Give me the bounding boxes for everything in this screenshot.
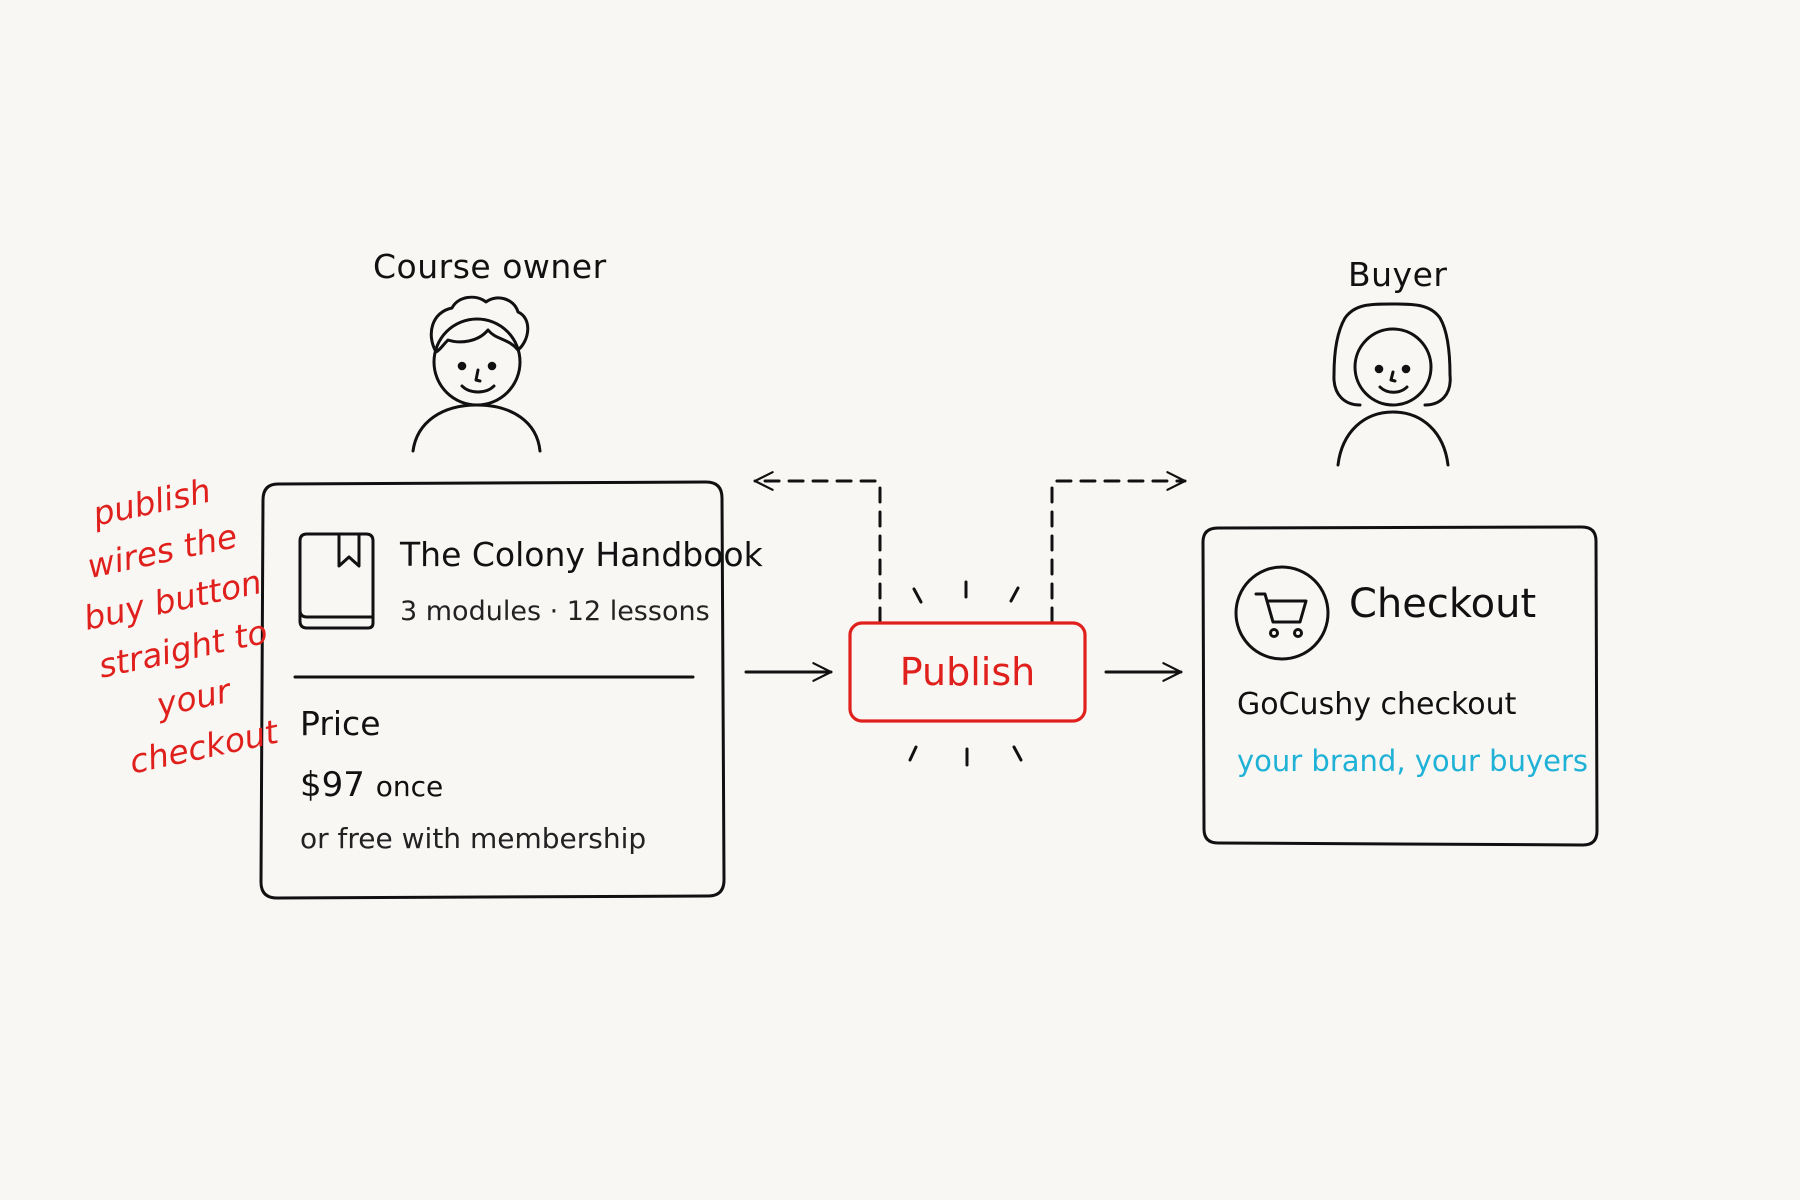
- buyer-label: Buyer: [1348, 255, 1448, 294]
- owner-label: Course owner: [373, 247, 607, 286]
- buyer-figure-icon: [1332, 302, 1452, 467]
- dashed-arrow-to-buyer: [1050, 471, 1187, 624]
- checkout-subtitle: GoCushy checkout: [1237, 687, 1517, 722]
- price-suffix: once: [375, 770, 444, 803]
- course-title: The Colony Handbook: [400, 535, 763, 574]
- course-card-outline: [259, 480, 726, 900]
- cart-icon: [1234, 565, 1330, 661]
- publish-button[interactable]: Publish: [899, 650, 1036, 694]
- price-amount: $97: [300, 765, 365, 805]
- price-line: $97 once: [300, 768, 443, 802]
- checkout-card-outline: [1201, 525, 1599, 847]
- dashed-arrow-to-owner: [753, 471, 882, 624]
- checkout-title: Checkout: [1349, 581, 1537, 627]
- book-icon: [298, 532, 375, 630]
- checkout-tagline: your brand, your buyers: [1237, 744, 1589, 778]
- alt-price: or free with membership: [300, 822, 647, 855]
- price-heading: Price: [300, 704, 381, 743]
- publish-button-outline: [848, 621, 1087, 723]
- publish-burst: [908, 580, 1023, 767]
- owner-figure-icon: [411, 295, 542, 453]
- course-meta: 3 modules · 12 lessons: [400, 596, 710, 627]
